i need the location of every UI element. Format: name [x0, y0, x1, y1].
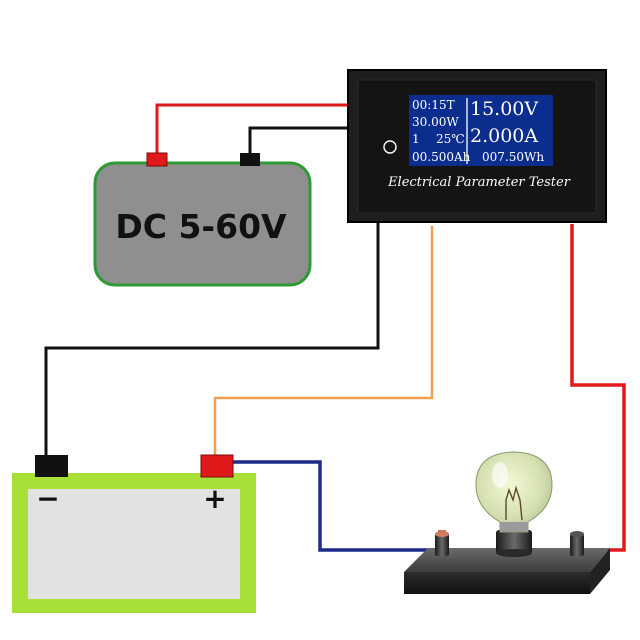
battery: − +: [12, 454, 256, 613]
terminal-icon: [570, 531, 584, 556]
wire-orange-tester-to-battery: [213, 226, 434, 460]
wires: [44, 103, 626, 552]
electrical-parameter-tester: 00:15T 30.00W 1 25℃ 15.00V 2.000A 00.500…: [347, 69, 607, 223]
lcd-capacity: 00.500Ah: [412, 150, 471, 164]
lcd-voltage: 15.00V: [470, 98, 538, 120]
battery-positive-terminal: [200, 454, 234, 478]
lcd-power: 30.00W: [412, 115, 459, 129]
light-bulb-icon: [475, 451, 553, 533]
lcd-current: 2.000A: [470, 125, 538, 147]
lcd-time: 00:15T: [412, 98, 455, 112]
battery-inner-panel: [28, 489, 240, 599]
bulb-socket: [496, 530, 532, 554]
lcd-index: 1: [412, 132, 420, 146]
battery-positive-label: +: [203, 482, 226, 515]
wire-red-tester-to-lamp: [570, 224, 626, 552]
source-body: [93, 161, 312, 287]
terminal-icon: [435, 530, 449, 556]
button-icon[interactable]: [383, 140, 397, 154]
wire-red-source-to-tester: [155, 103, 350, 160]
lcd-energy: 007.50Wh: [482, 150, 544, 164]
source-negative-terminal: [240, 153, 260, 166]
battery-negative-terminal: [35, 455, 68, 477]
tester-title: Electrical Parameter Tester: [387, 175, 571, 190]
lamp-base-top: [404, 548, 610, 572]
dc-power-source: DC 5-60V: [93, 152, 312, 287]
battery-negative-label: −: [36, 482, 59, 515]
lcd-screen: [409, 95, 553, 166]
wire-black-tester-to-battery: [44, 220, 380, 460]
lamp-base-front: [404, 572, 590, 594]
lamp: [404, 451, 610, 594]
wire-blue-battery-to-lamp: [232, 460, 432, 552]
lamp-base-side: [590, 548, 610, 594]
wire-black-source-to-tester: [248, 126, 350, 160]
source-voltage-label: DC 5-60V: [115, 207, 287, 246]
source-positive-terminal: [146, 152, 168, 167]
lcd-temperature: 25℃: [436, 132, 465, 146]
